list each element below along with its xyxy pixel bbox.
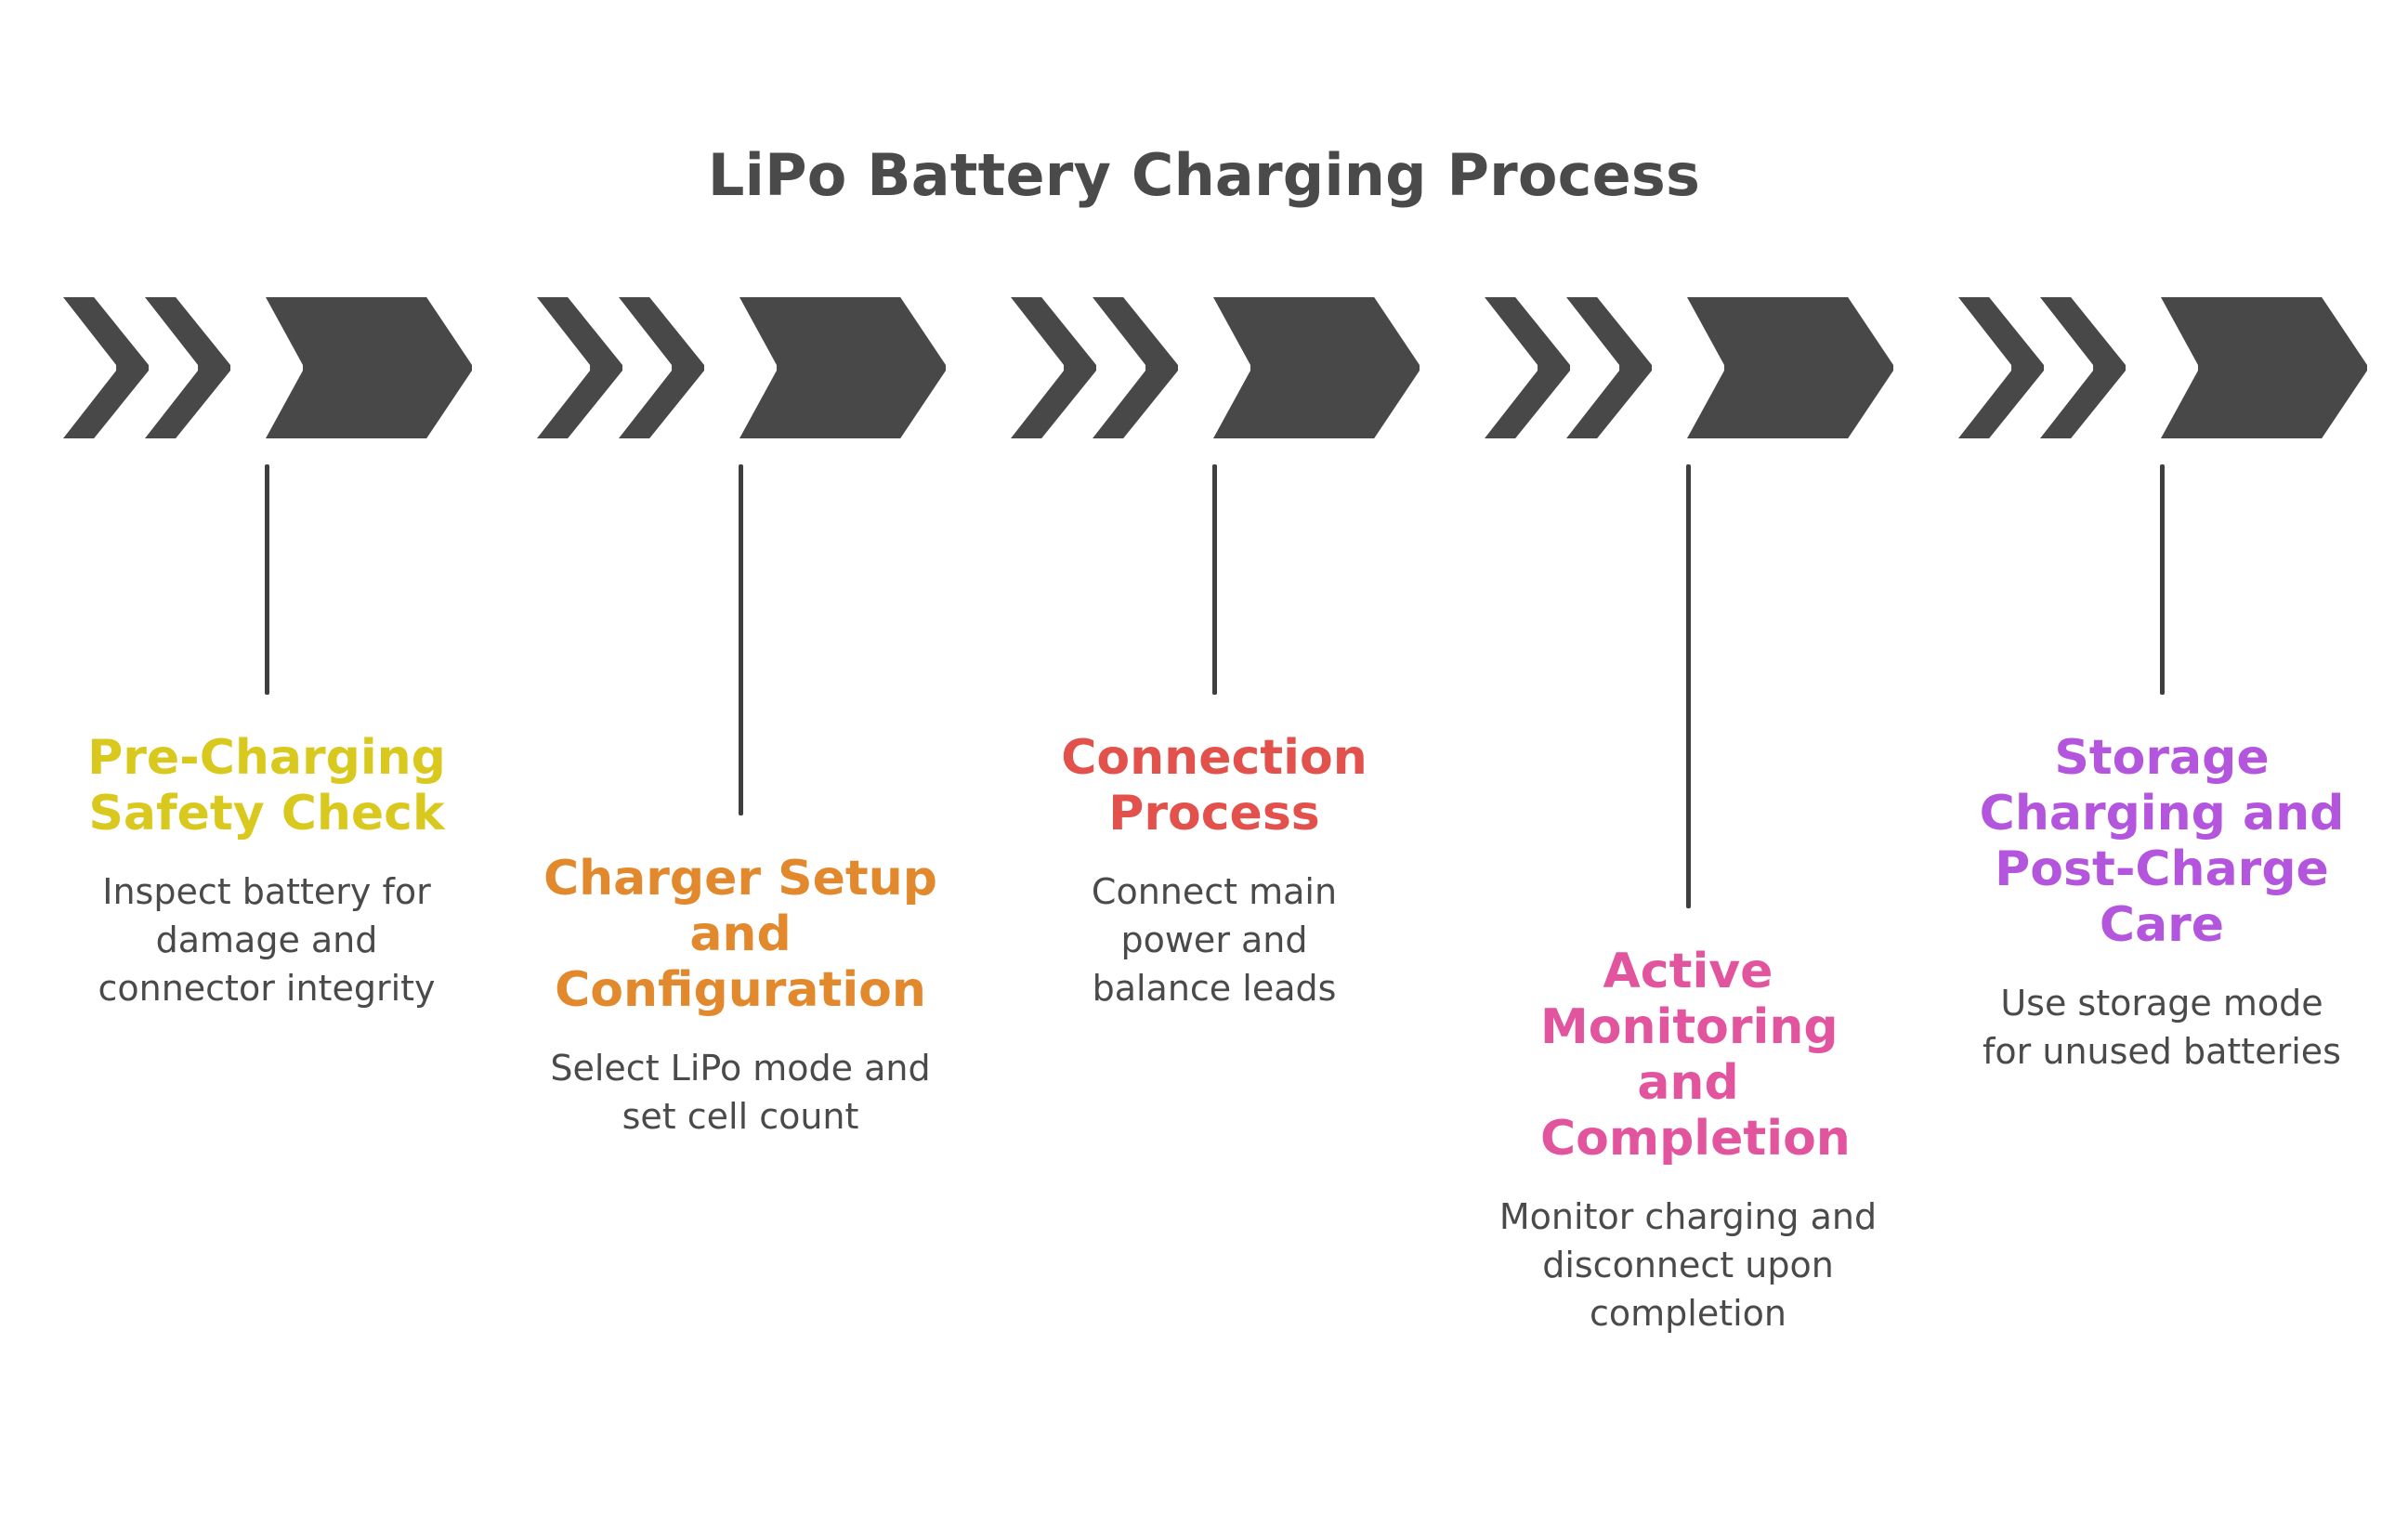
step-description-5: Use storage mode for unused batteries: [1983, 983, 2341, 1072]
page-title: LiPo Battery Charging Process: [707, 141, 1701, 209]
connector-line-step-2: [739, 464, 743, 815]
step-column-3: Connection Process Connect main power an…: [977, 730, 1451, 1012]
chevron-right-icon: [619, 297, 704, 438]
chevron-right-icon: [145, 297, 230, 438]
step-heading-3: Connection Process: [1061, 730, 1368, 841]
arrow-right-icon: [1687, 297, 1893, 438]
step-heading-2: Charger Setup and Configuration: [543, 851, 937, 1018]
step-description-1: Inspect battery for damage and connector…: [98, 871, 436, 1009]
step-column-5: Storage Charging and Post-Charge Care Us…: [1925, 730, 2399, 1076]
step-column-2: Charger Setup and Configuration Select L…: [504, 851, 977, 1141]
connector-line-step-5: [2160, 464, 2165, 695]
arrow-right-icon: [266, 297, 472, 438]
step-heading-1: Pre-Charging Safety Check: [87, 730, 446, 841]
chevron-right-icon: [1566, 297, 1652, 438]
arrow-right-icon: [1213, 297, 1420, 438]
step-description-2: Select LiPo mode and set cell count: [550, 1048, 931, 1137]
step-column-4: Active Monitoring and Completion Monitor…: [1451, 944, 1925, 1337]
chevron-right-icon: [2040, 297, 2126, 438]
connector-line-step-4: [1686, 464, 1691, 908]
connector-line-step-1: [265, 464, 269, 695]
chevron-right-icon: [63, 297, 149, 438]
chevron-right-icon: [1093, 297, 1178, 438]
step-description-4: Monitor charging and disconnect upon com…: [1498, 1196, 1878, 1334]
chevron-right-icon: [1011, 297, 1096, 438]
step-heading-5: Storage Charging and Post-Charge Care: [1979, 730, 2345, 953]
chevron-right-icon: [1485, 297, 1570, 438]
chevron-right-icon: [1958, 297, 2044, 438]
step-description-3: Connect main power and balance leads: [1091, 871, 1338, 1009]
arrow-right-icon: [2161, 297, 2367, 438]
connector-line-step-3: [1212, 464, 1217, 695]
arrow-right-icon: [739, 297, 946, 438]
step-heading-4: Active Monitoring and Completion: [1540, 944, 1851, 1167]
step-column-1: Pre-Charging Safety Check Inspect batter…: [30, 730, 504, 1012]
chevron-right-icon: [537, 297, 622, 438]
